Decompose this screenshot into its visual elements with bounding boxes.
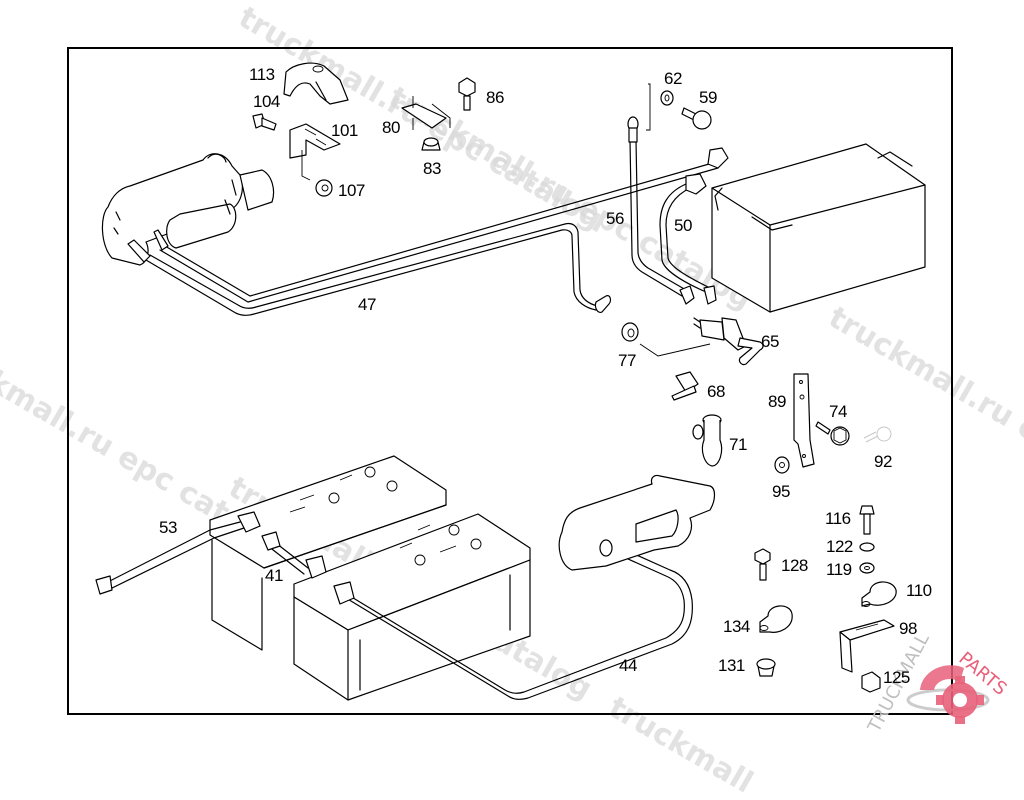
- cable-56: [628, 117, 694, 304]
- part-80: [402, 96, 450, 130]
- callout-53[interactable]: 53: [159, 519, 177, 536]
- callout-113[interactable]: 113: [249, 66, 275, 83]
- callout-68[interactable]: 68: [707, 383, 725, 400]
- callout-59[interactable]: 59: [699, 89, 717, 106]
- part-98: [840, 620, 894, 672]
- callout-122[interactable]: 122: [826, 538, 853, 555]
- part-116: [860, 506, 874, 534]
- callout-128[interactable]: 128: [781, 557, 808, 574]
- part-83: [422, 138, 440, 150]
- starter-motor-lower: [559, 475, 714, 570]
- callout-80[interactable]: 80: [382, 119, 400, 136]
- part-128: [755, 549, 770, 580]
- callout-89[interactable]: 89: [768, 393, 786, 410]
- part-65: [694, 318, 763, 365]
- part-131: [757, 659, 775, 676]
- callout-41[interactable]: 41: [265, 567, 283, 584]
- cable-50: [660, 174, 716, 304]
- part-134: [760, 606, 792, 632]
- callout-119[interactable]: 119: [826, 561, 852, 578]
- callout-74[interactable]: 74: [829, 403, 847, 420]
- callout-77[interactable]: 77: [618, 352, 636, 369]
- callout-56[interactable]: 56: [606, 210, 624, 227]
- part-95: [775, 457, 789, 473]
- part-107: [316, 180, 332, 196]
- part-125: [862, 672, 880, 692]
- part-74: [816, 422, 849, 445]
- callout-71[interactable]: 71: [729, 436, 747, 453]
- diagram-drawing: [0, 0, 1024, 750]
- part-122: [860, 543, 874, 551]
- battery-upper: [712, 144, 925, 312]
- part-113: [284, 63, 348, 104]
- part-71: [693, 415, 722, 466]
- callout-47[interactable]: 47: [358, 296, 376, 313]
- callout-50[interactable]: 50: [674, 217, 692, 234]
- part-110: [862, 582, 896, 607]
- callout-104[interactable]: 104: [253, 93, 280, 110]
- part-86: [459, 78, 475, 110]
- part-68: [672, 372, 698, 400]
- callout-44[interactable]: 44: [619, 657, 637, 674]
- callout-125[interactable]: 125: [883, 669, 910, 686]
- callout-131[interactable]: 131: [718, 657, 745, 674]
- callout-107[interactable]: 107: [338, 182, 365, 199]
- callout-62[interactable]: 62: [664, 70, 682, 87]
- callout-92[interactable]: 92: [874, 453, 892, 470]
- callout-110[interactable]: 110: [906, 582, 932, 599]
- callout-95[interactable]: 95: [772, 483, 790, 500]
- part-92: [864, 427, 891, 442]
- callout-116[interactable]: 116: [825, 510, 851, 527]
- callout-98[interactable]: 98: [899, 620, 917, 637]
- callout-83[interactable]: 83: [423, 160, 441, 177]
- callout-134[interactable]: 134: [723, 618, 750, 635]
- starter-motor-upper: [102, 154, 273, 265]
- part-89: [794, 374, 814, 467]
- callout-65[interactable]: 65: [761, 333, 779, 350]
- part-62: [646, 84, 673, 130]
- callout-86[interactable]: 86: [486, 89, 504, 106]
- cable-top: [154, 148, 728, 302]
- part-119: [860, 563, 874, 573]
- callout-101[interactable]: 101: [331, 122, 358, 139]
- parts-diagram: truckmall.ru epc catalog truckmall.ru ep…: [0, 0, 1024, 750]
- part-59: [682, 108, 711, 129]
- part-104: [253, 114, 276, 130]
